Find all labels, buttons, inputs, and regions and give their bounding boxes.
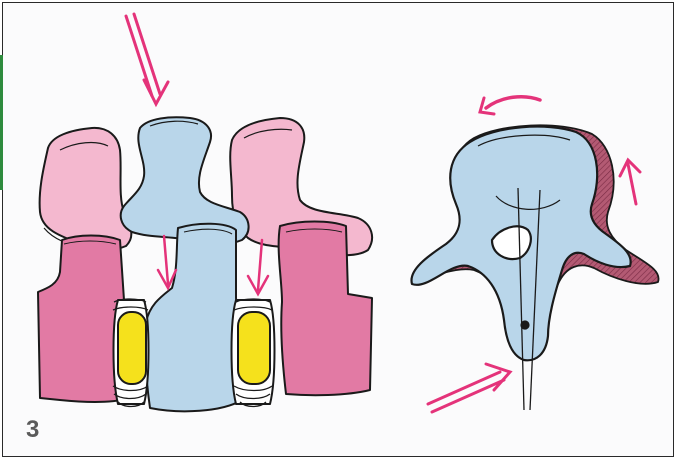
lateral-spine-view bbox=[38, 117, 372, 411]
force-arrow-icon bbox=[428, 364, 510, 412]
figure-number: 3 bbox=[26, 418, 39, 442]
axial-vertebra-view bbox=[411, 125, 658, 410]
disc-left bbox=[113, 299, 149, 407]
vertebra-middle-posterior bbox=[121, 117, 249, 243]
vertebra-left-posterior bbox=[40, 128, 132, 250]
force-arrow-icon bbox=[126, 14, 168, 104]
disc-right bbox=[232, 299, 275, 407]
vertebra-middle-body bbox=[145, 224, 244, 412]
force-arrow-icon bbox=[620, 160, 640, 204]
rotation-arrow-icon bbox=[480, 97, 540, 114]
